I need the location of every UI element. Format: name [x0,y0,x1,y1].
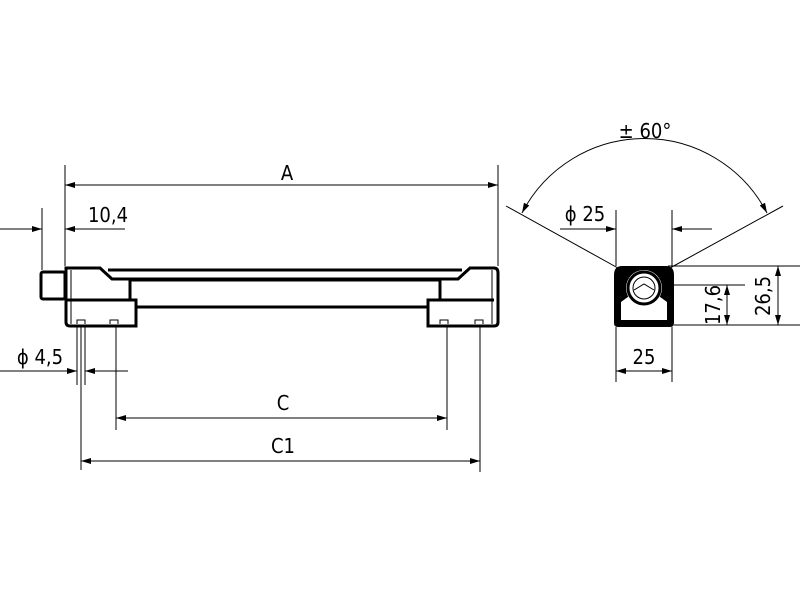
dim-label-c: C [277,391,290,415]
dim-label-tube-diameter: ϕ 25 [565,202,605,226]
dimension-axis-height: 17,6 [664,284,800,326]
dimension-c: C [115,326,448,430]
dim-label-width: 25 [633,345,656,369]
dimension-hole-diameter: ϕ 4,5 [0,326,128,470]
dimension-tube-diameter: ϕ 25 [560,202,712,266]
dim-label-axis-height: 17,6 [701,285,725,325]
dim-label-c1: C1 [271,434,295,458]
handle-side-view [39,266,500,328]
dim-label-hole-diameter: ϕ 4,5 [17,345,63,369]
dimension-a: A [64,161,499,266]
dimension-width: 25 [615,327,673,382]
dim-label-end-offset: 10,4 [88,203,128,227]
dimension-swivel-angle: ± 60° [505,119,784,269]
dim-label-swivel-angle: ± 60° [619,119,672,143]
dim-label-total-height: 26,5 [751,276,775,316]
dimension-c1: C1 [81,326,481,472]
handle-end-view [614,266,674,327]
dimension-total-height: 26,5 [668,265,800,325]
dim-label-a: A [281,161,294,185]
dimension-end-offset: 10,4 [0,203,128,270]
